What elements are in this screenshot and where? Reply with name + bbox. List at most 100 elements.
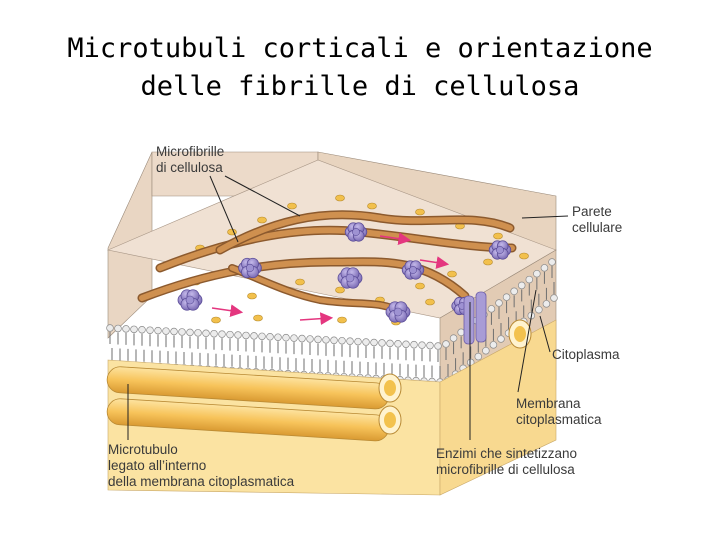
arrow (379, 232, 412, 245)
lipid-head (146, 326, 154, 334)
lipid-head (474, 352, 483, 361)
lipid-head (178, 328, 186, 336)
lipid-head (274, 333, 282, 341)
enzyme-rosette (344, 222, 368, 242)
lipid-head (186, 328, 194, 337)
enzyme-core (393, 307, 403, 317)
slide-title: Microtubuli corticali e orientazione del… (0, 30, 720, 106)
leader-microfibrille-2 (224, 175, 301, 217)
lipid-head (418, 341, 426, 349)
label-line: legato all’interno (108, 458, 207, 473)
lipid-head (370, 338, 378, 347)
leader-citoplasma (539, 315, 551, 353)
granule (253, 314, 263, 322)
lipid-head (122, 325, 130, 333)
lipid-head (542, 300, 551, 308)
enzyme-core (185, 295, 195, 305)
lipid-head (138, 326, 146, 334)
lipid-head (502, 293, 511, 301)
microtubule-right (508, 319, 532, 349)
lipid-head (394, 340, 402, 348)
label-parete: Parete cellulare (572, 204, 622, 236)
enzyme-rosette (385, 301, 411, 323)
granule (211, 316, 221, 324)
enzyme-core (352, 228, 360, 236)
label-citoplasma: Citoplasma (552, 347, 620, 363)
lipid-head (540, 264, 549, 272)
lipid-head (489, 341, 498, 349)
lipid-head (234, 331, 242, 339)
lipid-head (426, 341, 434, 350)
lipid-head (314, 335, 322, 344)
lipid-head (298, 334, 306, 343)
lipid-head (226, 330, 234, 339)
lipid-head (482, 346, 490, 355)
label-line: microfibrille di cellulosa (436, 462, 575, 477)
granule (257, 216, 267, 224)
lipid-head (218, 330, 226, 338)
lipid-head (510, 287, 518, 296)
lipid-head (210, 329, 218, 338)
lipid-head (487, 305, 496, 313)
lipid-head (386, 339, 394, 348)
lipid-head (449, 334, 458, 342)
arrow (299, 312, 334, 326)
granule (415, 282, 425, 290)
leader-microfibrille-1 (209, 175, 239, 243)
leader-parete (521, 215, 569, 219)
fibril (229, 265, 403, 315)
enzyme-core (496, 246, 504, 254)
leader-membrana (517, 289, 537, 393)
lipid-head (170, 327, 178, 336)
lipid-head (258, 332, 266, 341)
granule (335, 194, 345, 202)
lipid-head (338, 336, 346, 345)
lipid-head (130, 325, 138, 334)
enzyme-channel (463, 291, 487, 345)
granule (295, 278, 305, 286)
lipid-head (354, 337, 362, 346)
lipid-head (495, 299, 503, 307)
label-line: Enzimi che sintetizzano (436, 446, 578, 461)
granule (519, 252, 529, 260)
enzyme-core (409, 266, 417, 274)
granule (447, 270, 457, 278)
lipid-head (533, 269, 541, 278)
label-line: cellulare (572, 220, 623, 235)
enzyme-rosette (488, 240, 512, 260)
lipid-head (114, 324, 122, 333)
label-line: Microfibrille (156, 144, 225, 159)
granule (483, 258, 493, 266)
granule (337, 316, 347, 324)
granule (415, 208, 425, 216)
lipid-head (457, 328, 465, 337)
granule (367, 202, 377, 210)
label-line: citoplasmatica (516, 412, 602, 427)
fibril (217, 211, 513, 253)
lipid-head (497, 335, 505, 343)
microtubule-front-2 (106, 398, 402, 442)
title-line-2: delle fibrille di cellulosa (140, 71, 580, 102)
label-line: di cellulosa (156, 160, 223, 175)
lipid-head (242, 331, 250, 340)
lipid-head (154, 326, 162, 335)
microtubule-front-1 (106, 366, 402, 410)
lipid-head (290, 334, 298, 342)
lipid-head (525, 275, 534, 284)
lipid-head (548, 258, 556, 266)
lipid-head (106, 324, 114, 332)
label-line: Microtubulo (108, 442, 178, 457)
label-line: della membrana citoplasmatica (108, 474, 295, 489)
arrow (211, 304, 244, 317)
lipid-head (330, 336, 338, 345)
lipid-head (306, 335, 314, 343)
label-line: Parete (572, 204, 612, 219)
enzyme-rosette (238, 257, 262, 279)
label-line: Citoplasma (552, 347, 620, 362)
label-enzimi: Enzimi che sintetizzano microfibrille di… (436, 446, 577, 478)
lipid-head (250, 332, 258, 340)
lipid-head (346, 337, 354, 345)
lipid-head (402, 340, 410, 348)
lipid-head (410, 340, 418, 349)
